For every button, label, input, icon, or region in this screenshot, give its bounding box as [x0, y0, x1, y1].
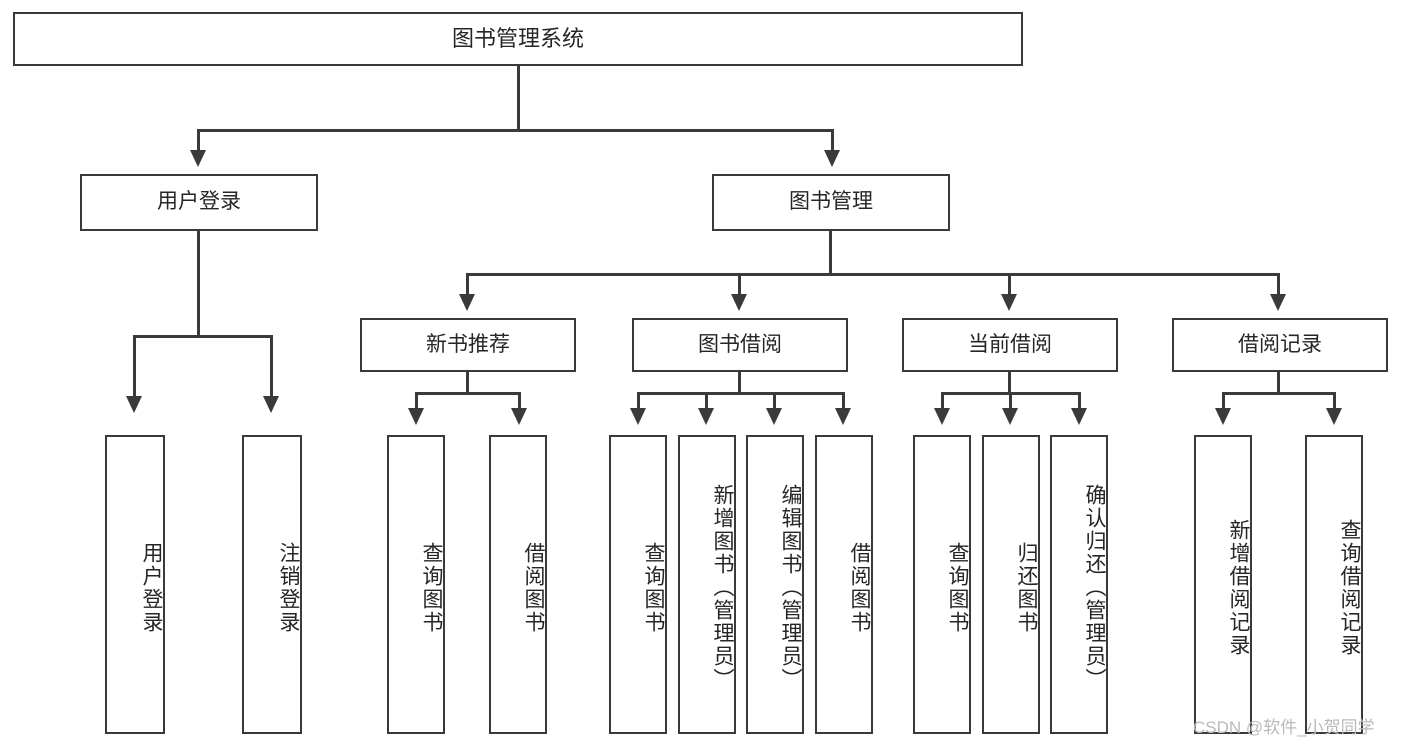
leaf-logout: 注销登录 — [242, 435, 302, 734]
connector-user-login-bus — [133, 335, 273, 338]
connector-drop-leaf-logout — [270, 335, 273, 400]
leaf-bb-borrow-book: 借阅图书 — [815, 435, 873, 734]
node-user-login: 用户登录 — [80, 174, 318, 231]
connector-drop-bb-query — [637, 392, 640, 410]
connector-drop-new-book — [466, 273, 469, 298]
connector-current-borrow-stem — [1008, 372, 1011, 394]
arrow-cb-query — [934, 408, 950, 425]
node-book-manage: 图书管理 — [712, 174, 950, 231]
connector-drop-br-query — [1333, 392, 1336, 410]
leaf-bb-edit-book: 编辑图书（管理员） — [746, 435, 804, 734]
leaf-bb-query-book: 查询图书 — [609, 435, 667, 734]
arrow-leaf-user-login — [126, 396, 142, 413]
leaf-bb-add-book: 新增图书（管理员） — [678, 435, 736, 734]
arrow-new-book — [459, 294, 475, 311]
arrow-bb-edit — [766, 408, 782, 425]
leaf-br-query-record: 查询借阅记录 — [1305, 435, 1363, 734]
connector-drop-leaf-user-login — [133, 335, 136, 400]
connector-book-borrow-stem — [738, 372, 741, 394]
leaf-cb-query-book: 查询图书 — [913, 435, 971, 734]
arrow-book-borrow — [731, 294, 747, 311]
connector-new-book-stem — [466, 372, 469, 394]
leaf-nb-borrow-book: 借阅图书 — [489, 435, 547, 734]
node-borrow-record: 借阅记录 — [1172, 318, 1388, 372]
connector-drop-cb-query — [941, 392, 944, 410]
arrow-user-login — [190, 150, 206, 167]
connector-drop-bb-edit — [773, 392, 776, 410]
connector-drop-borrow-record — [1277, 273, 1280, 298]
arrow-cb-return — [1002, 408, 1018, 425]
node-root-system: 图书管理系统 — [13, 12, 1023, 66]
connector-drop-book-borrow — [738, 273, 741, 298]
arrow-br-add — [1215, 408, 1231, 425]
arrow-borrow-record — [1270, 294, 1286, 311]
connector-book-borrow-bus — [637, 392, 845, 395]
leaf-cb-return-book: 归还图书 — [982, 435, 1040, 734]
arrow-nb-borrow — [511, 408, 527, 425]
leaf-user-login: 用户登录 — [105, 435, 165, 734]
connector-drop-user-login — [197, 129, 200, 154]
arrow-nb-query — [408, 408, 424, 425]
arrow-cb-confirm — [1071, 408, 1087, 425]
arrow-bb-query — [630, 408, 646, 425]
connector-root-stem — [517, 66, 520, 131]
arrow-bb-add — [698, 408, 714, 425]
arrow-br-query — [1326, 408, 1342, 425]
connector-borrow-record-bus — [1222, 392, 1336, 395]
connector-drop-bb-borrow — [842, 392, 845, 410]
arrow-current-borrow — [1001, 294, 1017, 311]
connector-drop-cb-confirm — [1078, 392, 1081, 410]
connector-new-book-bus — [415, 392, 521, 395]
connector-drop-bb-add — [705, 392, 708, 410]
connector-drop-current-borrow — [1008, 273, 1011, 298]
connector-level3-bus — [466, 273, 1280, 276]
node-new-book-recommend: 新书推荐 — [360, 318, 576, 372]
node-current-borrow: 当前借阅 — [902, 318, 1118, 372]
leaf-nb-query-book: 查询图书 — [387, 435, 445, 734]
arrow-leaf-logout — [263, 396, 279, 413]
node-book-borrow: 图书借阅 — [632, 318, 848, 372]
arrow-bb-borrow — [835, 408, 851, 425]
connector-user-login-stem — [197, 231, 200, 337]
connector-level2-bus — [197, 129, 834, 132]
connector-book-manage-stem — [829, 231, 832, 275]
connector-borrow-record-stem — [1277, 372, 1280, 394]
connector-drop-br-add — [1222, 392, 1225, 410]
connector-drop-nb-query — [415, 392, 418, 410]
leaf-cb-confirm-return: 确认归还（管理员） — [1050, 435, 1108, 734]
arrow-book-manage — [824, 150, 840, 167]
connector-drop-cb-return — [1009, 392, 1012, 410]
connector-drop-book-manage — [831, 129, 834, 154]
leaf-br-add-record: 新增借阅记录 — [1194, 435, 1252, 734]
connector-drop-nb-borrow — [518, 392, 521, 410]
